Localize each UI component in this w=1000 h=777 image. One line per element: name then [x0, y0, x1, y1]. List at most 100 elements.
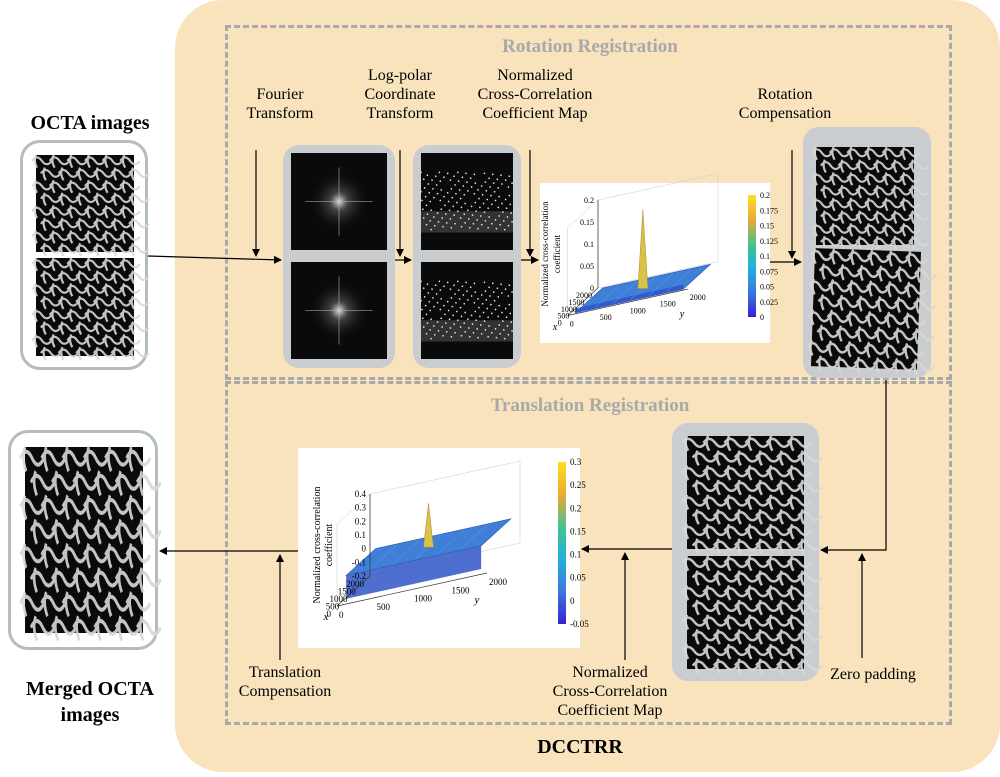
input-title: OCTA images: [30, 112, 150, 134]
rotated-image-2: [806, 247, 938, 376]
y-tick-label: 0: [339, 610, 344, 620]
y-tick-label: 1000: [630, 306, 646, 315]
fourier-label-line1: Fourier: [256, 86, 304, 103]
nccc-translation-label: Normalized Cross-Correlation Coefficient…: [535, 663, 685, 720]
rotation-section-title: Rotation Registration: [502, 36, 678, 57]
colorbar-tick-label: 0.25: [570, 480, 586, 490]
x-tick-label: 1500: [568, 298, 584, 307]
colorbar-tick-label: 0.125: [760, 237, 778, 246]
trans-comp-line2: Compensation: [238, 683, 332, 700]
z-tick-label: 0.2: [355, 516, 366, 526]
mesh-texture: [681, 555, 823, 675]
mesh-texture: [19, 446, 162, 642]
z-tick-label: 0.1: [584, 240, 594, 249]
rotated-image-1: [811, 146, 930, 250]
nccc-rot-line3: Coefficient Map: [482, 105, 588, 122]
ncc-surface: [574, 209, 712, 314]
logpolar-label-line1: Log-polar: [368, 67, 432, 84]
padded-image-2: [681, 555, 823, 675]
z-tick-label: 0.2: [584, 196, 594, 205]
framework-title: DCCTRR: [537, 736, 623, 758]
mesh-texture: [681, 435, 823, 555]
y-tick-label: 500: [600, 313, 612, 322]
x-axis-label: x: [323, 611, 329, 623]
padded-image-1: [681, 435, 823, 555]
y-axis-label: y: [679, 309, 685, 320]
logpolar-label-line2: Coordinate: [364, 86, 436, 103]
zero-padding-label: Zero padding: [830, 666, 916, 683]
log-polar-image-1: [420, 153, 513, 250]
z-tick-label: 0.05: [580, 262, 594, 271]
colorbar-tick-label: 0.075: [760, 267, 778, 276]
y-axis-label: y: [474, 594, 480, 606]
trans-comp-line1: Translation: [248, 664, 322, 681]
nccc-rotation-label: Normalized Cross-Correlation Coefficient…: [460, 66, 610, 123]
translation-registration-box: [225, 381, 952, 725]
mesh-texture: [31, 154, 150, 257]
log-polar-label: Log-polar Coordinate Transform: [345, 66, 455, 123]
x-tick-label: 0: [558, 319, 562, 328]
colorbar-tick-label: 0.15: [760, 222, 774, 231]
colorbar-tick-label: 0.05: [760, 283, 774, 292]
nccc-trans-line3: Coefficient Map: [557, 702, 663, 719]
z-axis-label-line1: Normalized cross-correlation: [540, 201, 550, 307]
colorbar-tick-label: 0.2: [570, 503, 581, 513]
octa-image-2: [31, 257, 150, 361]
output-title-line1: Merged OCTA: [26, 678, 154, 700]
x-tick-label: 2000: [576, 291, 592, 300]
translation-compensation-label: Translation Compensation: [225, 663, 345, 701]
merged-octa-frame: [8, 430, 162, 650]
z-tick-label: 0: [590, 284, 594, 293]
nccc-trans-line2: Cross-Correlation: [552, 683, 668, 700]
nccc-trans-line1: Normalized: [572, 664, 648, 681]
x-axis-label: x: [552, 322, 558, 333]
fourier-spectrum-1: [291, 153, 387, 250]
fourier-transform-label: Fourier Transform: [225, 85, 335, 123]
x-tick-label: 0: [327, 609, 332, 619]
colorbar-tick-label: 0.15: [570, 526, 586, 536]
z-tick-label: -0.1: [352, 557, 366, 567]
rotation-compensated-frame: [803, 127, 938, 378]
x-tick-label: 500: [326, 602, 340, 612]
colorbar-tick-label: 0.2: [760, 191, 770, 200]
zero-padded-frame: [672, 423, 823, 681]
colorbar-tick-label: 0.1: [570, 550, 581, 560]
y-tick-label: 1500: [452, 585, 471, 595]
y-tick-label: 1500: [660, 300, 676, 309]
z-tick-label: 0.3: [355, 503, 367, 513]
mesh-texture: [31, 257, 150, 361]
merged-octa-image: [19, 446, 162, 642]
y-tick-label: 1000: [414, 594, 433, 604]
y-tick-label: 500: [377, 602, 391, 612]
colorbar: [558, 462, 566, 624]
input-octa-frame: [20, 140, 150, 370]
logpolar-label-line3: Transform: [366, 105, 434, 122]
z-axis-label-line2: coefficient: [324, 523, 335, 566]
rotation-registration-box: [225, 25, 952, 380]
z-tick-label: 0.4: [355, 489, 367, 499]
translation-section-title: Translation Registration: [490, 395, 690, 416]
rotation-compensation-label: Rotation Compensation: [720, 85, 850, 123]
x-tick-label: 1500: [338, 587, 357, 597]
y-tick-label: 2000: [690, 293, 706, 302]
z-tick-label: 0.15: [580, 218, 594, 227]
z-axis-label-line2: coefficient: [552, 234, 562, 273]
fourier-label-line2: Transform: [246, 105, 314, 122]
arrow-input-to-fourier: [147, 255, 282, 264]
mesh-texture: [811, 146, 930, 250]
mesh-texture: [806, 247, 938, 376]
arrow-rotcomp-to-padding: [820, 380, 887, 554]
fourier-spectrum-2: [291, 262, 387, 359]
nccc-rot-line1: Normalized: [497, 67, 573, 84]
z-axis-label-line1: Normalized cross-correlation: [312, 487, 323, 604]
output-title: Merged OCTA images: [5, 676, 175, 728]
log-polar-image-2: [420, 262, 513, 359]
z-tick-label: -0.2: [352, 571, 366, 581]
log-polar-frame: [413, 145, 521, 368]
colorbar-tick-label: 0: [760, 313, 764, 322]
x-tick-label: 2000: [346, 579, 365, 589]
output-title-line2: images: [60, 704, 120, 726]
